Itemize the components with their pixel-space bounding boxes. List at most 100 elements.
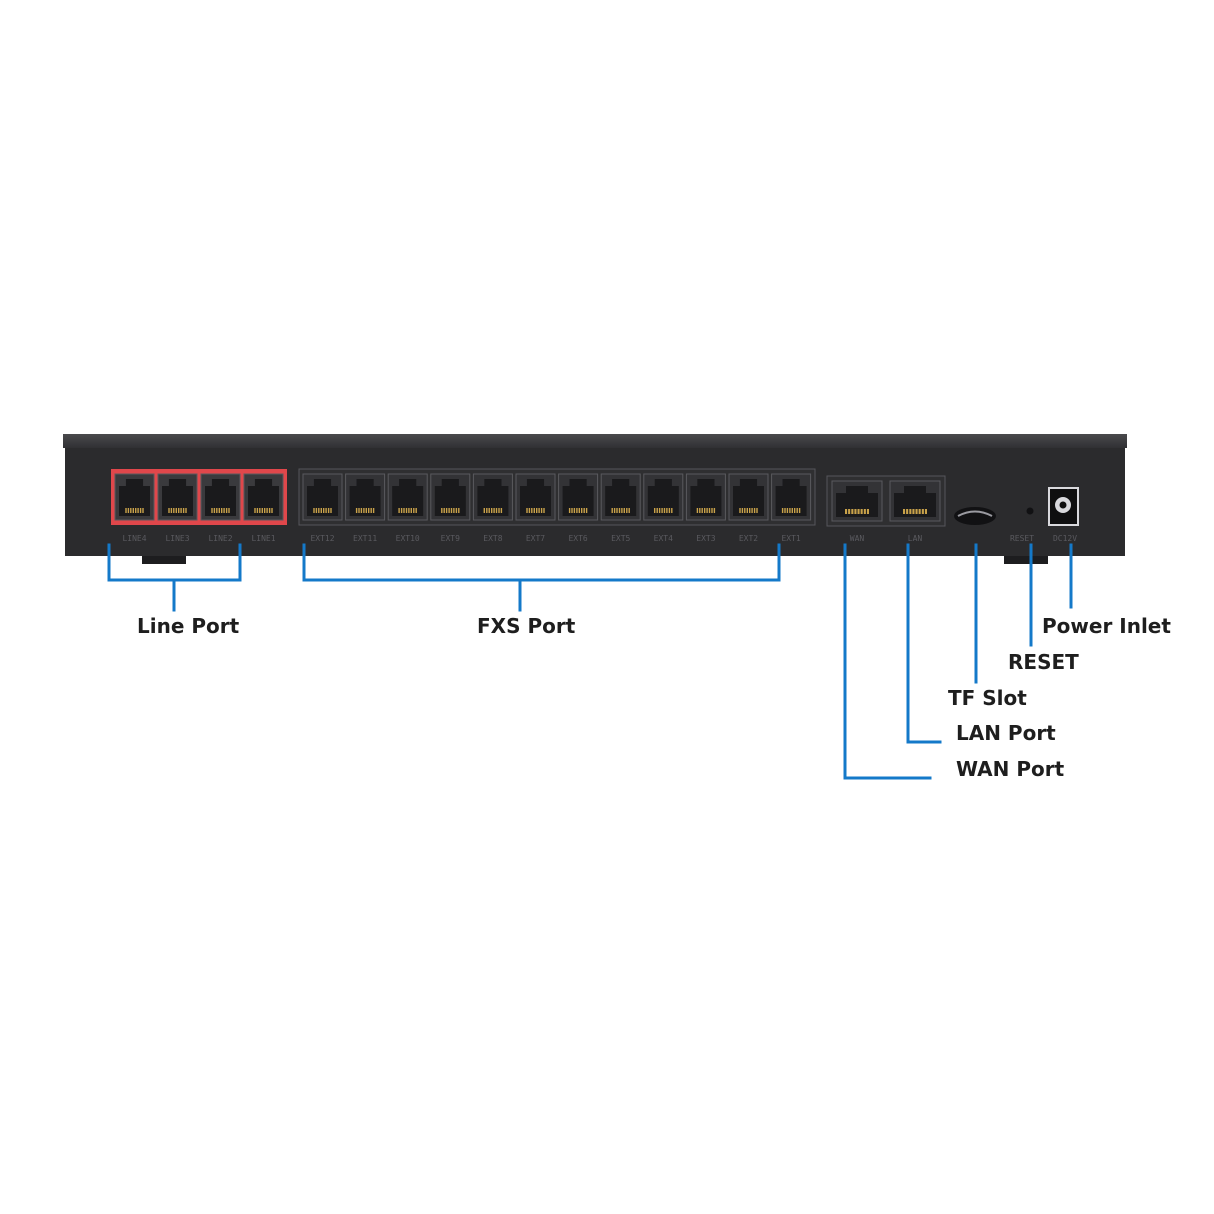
wan-port[interactable] bbox=[831, 480, 883, 522]
fxs-port-10[interactable] bbox=[387, 473, 428, 521]
line-port-2[interactable] bbox=[200, 473, 241, 521]
port-contact-pin bbox=[713, 508, 716, 513]
fxs-port-6[interactable] bbox=[558, 473, 599, 521]
fxs-port-8[interactable] bbox=[472, 473, 513, 521]
fxs-port-4-opening bbox=[647, 479, 679, 516]
port-contact-pin bbox=[671, 508, 673, 513]
port-contact-pin bbox=[403, 508, 405, 513]
silk-label-line-3: LINE3 bbox=[165, 534, 189, 543]
port-contact-pin bbox=[405, 508, 408, 513]
lan-port[interactable] bbox=[889, 480, 941, 522]
port-contact-pin bbox=[355, 508, 358, 513]
line-port-3[interactable] bbox=[157, 473, 198, 521]
fxs-port-7-opening bbox=[520, 479, 551, 516]
port-contact-pin bbox=[223, 508, 225, 513]
port-contact-pin bbox=[528, 508, 531, 513]
port-contact-pin bbox=[663, 508, 666, 513]
port-contact-pin bbox=[486, 508, 488, 513]
port-contact-pin bbox=[583, 508, 585, 513]
port-contact-pin bbox=[491, 508, 493, 513]
port-contact-pin bbox=[915, 509, 918, 514]
fxs-port-3[interactable] bbox=[685, 473, 726, 521]
tf-slot bbox=[954, 507, 996, 525]
port-contact-pin bbox=[216, 508, 218, 513]
port-contact-pin bbox=[616, 508, 618, 513]
fxs-port-bracket bbox=[302, 543, 781, 582]
port-contact-pin bbox=[581, 508, 583, 513]
fxs-port-2[interactable] bbox=[728, 473, 769, 521]
fxs-port-11[interactable] bbox=[345, 473, 386, 521]
port-contact-pin bbox=[271, 508, 273, 513]
line-port-1[interactable] bbox=[243, 473, 284, 521]
port-contact-pin bbox=[483, 508, 485, 513]
fxs-port-5-opening bbox=[605, 479, 637, 516]
line-port-4[interactable] bbox=[114, 473, 155, 521]
port-contact-pin bbox=[613, 508, 616, 513]
port-contact-pin bbox=[533, 508, 535, 513]
port-contact-pin bbox=[498, 508, 500, 513]
fxs-port-8-opening bbox=[477, 479, 509, 516]
port-contact-pin bbox=[531, 508, 533, 513]
port-contact-pin bbox=[756, 508, 758, 513]
port-contact-pin bbox=[848, 509, 851, 514]
silk-label-fxs-10: EXT10 bbox=[396, 534, 420, 543]
port-contact-pin bbox=[132, 508, 134, 513]
port-contact-pin bbox=[921, 509, 924, 514]
port-contact-pin bbox=[866, 509, 869, 514]
port-contact-pin bbox=[441, 508, 443, 513]
port-contact-pin bbox=[573, 508, 576, 513]
device-foot-right bbox=[1004, 556, 1048, 564]
port-contact-pin bbox=[540, 508, 543, 513]
fxs-port-1[interactable] bbox=[771, 473, 812, 521]
port-contact-pin bbox=[398, 508, 400, 513]
silk-label-fxs-4: EXT4 bbox=[654, 534, 673, 543]
wan-port-label: WAN Port bbox=[956, 757, 1065, 781]
silk-label-fxs-3: EXT3 bbox=[696, 534, 715, 543]
port-contact-pin bbox=[701, 508, 703, 513]
port-contact-pin bbox=[611, 508, 613, 513]
silk-label-line-4: LINE4 bbox=[122, 534, 146, 543]
port-contact-pin bbox=[696, 508, 699, 513]
fxs-port-12-opening bbox=[307, 479, 338, 516]
fxs-port-4[interactable] bbox=[643, 473, 684, 521]
port-contact-pin bbox=[218, 508, 220, 513]
port-contact-pin bbox=[225, 508, 228, 513]
port-contact-pin bbox=[912, 509, 915, 514]
port-contact-pin bbox=[618, 508, 621, 513]
port-contact-pin bbox=[363, 508, 365, 513]
port-contact-pin bbox=[699, 508, 701, 513]
port-contact-pin bbox=[568, 508, 571, 513]
port-contact-pin bbox=[127, 508, 130, 513]
port-contact-pin bbox=[786, 508, 789, 513]
port-contact-pin bbox=[851, 509, 854, 514]
port-contact-pin bbox=[368, 508, 370, 513]
fxs-port-5[interactable] bbox=[600, 473, 641, 521]
port-contact-pin bbox=[365, 508, 367, 513]
port-contact-pin bbox=[661, 508, 663, 513]
port-contact-pin bbox=[796, 508, 798, 513]
port-contact-pin bbox=[330, 508, 332, 513]
port-contact-pin bbox=[178, 508, 180, 513]
silk-label-fxs-8: EXT8 bbox=[483, 534, 502, 543]
fxs-port-3-opening bbox=[690, 479, 722, 516]
port-contact-pin bbox=[266, 508, 268, 513]
line-port-1-opening bbox=[248, 479, 279, 516]
silk-label-reset: RESET bbox=[1010, 534, 1034, 543]
port-contact-pin bbox=[453, 508, 455, 513]
port-contact-pin bbox=[571, 508, 573, 513]
port-contact-pin bbox=[538, 508, 540, 513]
fxs-port-12[interactable] bbox=[302, 473, 343, 521]
port-contact-pin bbox=[370, 508, 372, 513]
fxs-port-7[interactable] bbox=[515, 473, 556, 521]
silk-label-fxs-1: EXT1 bbox=[781, 534, 800, 543]
port-contact-pin bbox=[784, 508, 786, 513]
port-contact-pin bbox=[318, 508, 320, 513]
port-contact-pin bbox=[185, 508, 187, 513]
port-contact-pin bbox=[794, 508, 796, 513]
lan-port-label: LAN Port bbox=[956, 721, 1056, 745]
fxs-port-9[interactable] bbox=[430, 473, 471, 521]
port-contact-pin bbox=[666, 508, 668, 513]
silk-label-lan: LAN bbox=[908, 534, 923, 543]
port-contact-pin bbox=[488, 508, 490, 513]
